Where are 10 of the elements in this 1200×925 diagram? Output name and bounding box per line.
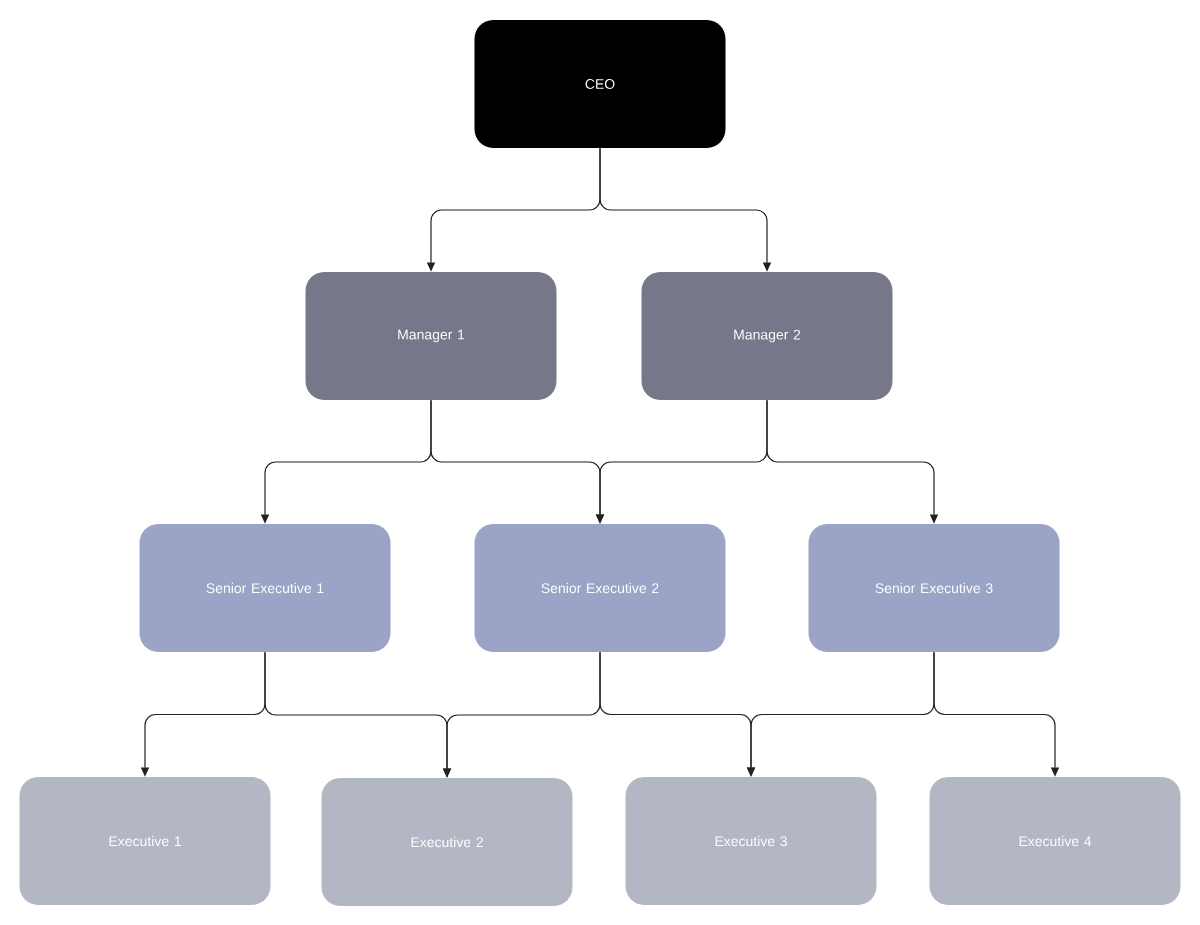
ceo-box: CEO xyxy=(474,20,726,148)
manager-box: Manager 2 xyxy=(641,272,893,400)
manager-box: Manager 1 xyxy=(305,272,557,400)
executive-box: Executive 1 xyxy=(19,777,271,905)
executive-box: Executive 4 xyxy=(929,777,1181,905)
senior-executive-box: Senior Executive 1 xyxy=(139,524,391,652)
senior-executive-box: Senior Executive 3 xyxy=(808,524,1060,652)
executive-box: Executive 2 xyxy=(321,778,573,906)
executive-box: Executive 3 xyxy=(625,777,877,905)
senior-executive-box: Senior Executive 2 xyxy=(474,524,726,652)
